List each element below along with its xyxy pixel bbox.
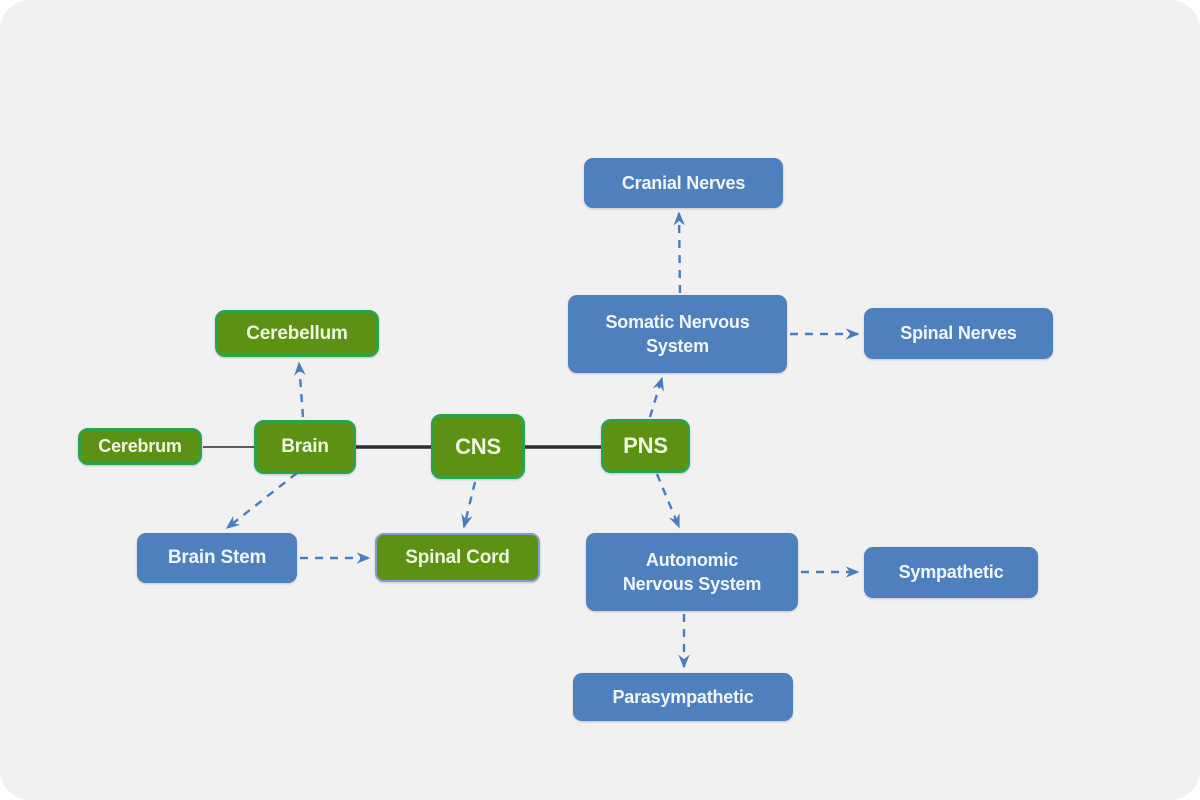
node-spinal-cord: Spinal Cord	[375, 533, 540, 582]
node-spinal-nerves: Spinal Nerves	[864, 308, 1053, 359]
node-cns: CNS	[431, 414, 525, 479]
node-brain: Brain	[254, 420, 356, 474]
edge-pns-autonomic	[655, 473, 681, 529]
node-pns: PNS	[601, 419, 690, 473]
node-brain-stem: Brain Stem	[137, 533, 297, 583]
edge-somatic-cranialnerves	[673, 211, 685, 294]
node-cerebellum: Cerebellum	[215, 310, 379, 357]
node-somatic-nervous-system: Somatic Nervous System	[568, 295, 787, 373]
node-sympathetic: Sympathetic	[864, 547, 1038, 598]
edge-cns-spinalcord	[461, 481, 477, 529]
edge-brain-brainstem	[225, 472, 298, 529]
node-cerebrum: Cerebrum	[78, 428, 202, 465]
edge-brain-cerebellum	[294, 361, 306, 418]
node-cranial-nerves: Cranial Nerves	[584, 158, 783, 208]
node-autonomic-nervous-system: Autonomic Nervous System	[586, 533, 798, 611]
edge-pns-somatic	[648, 376, 664, 418]
node-parasympathetic: Parasympathetic	[573, 673, 793, 721]
